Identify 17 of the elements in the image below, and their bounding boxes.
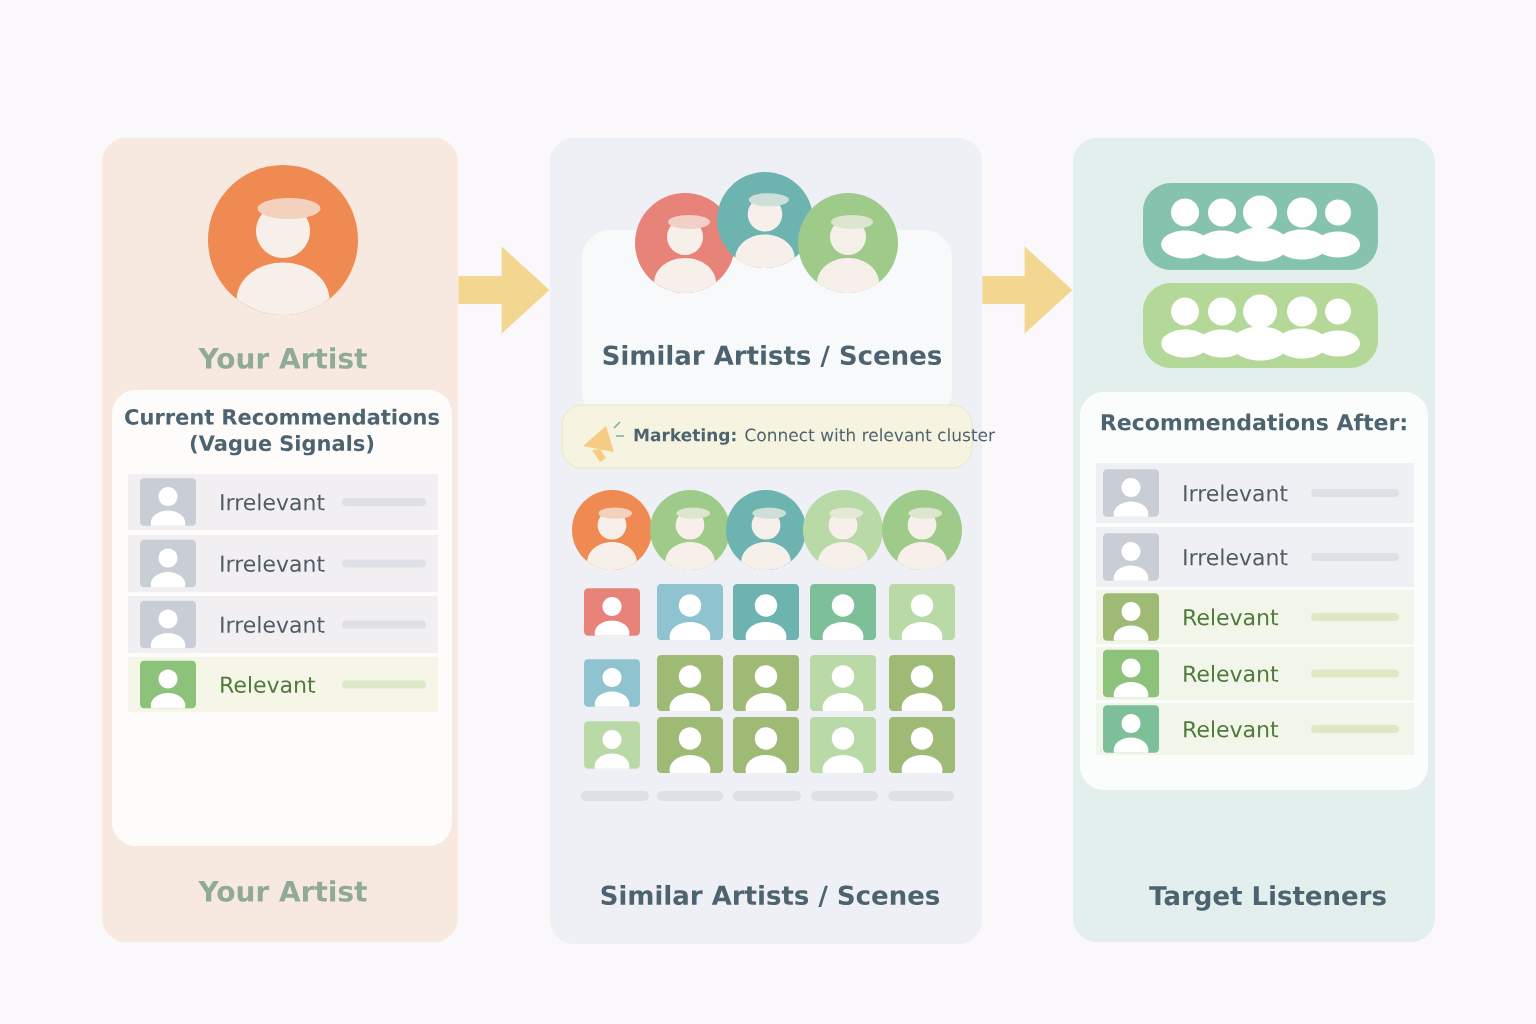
- list-row: Relevant: [1096, 590, 1414, 644]
- panel-heading: Your Artist: [198, 880, 367, 902]
- banner: Marketing: Connect with relevant cluster: [561, 404, 995, 469]
- card-title: Recommendations After:: [1101, 413, 1406, 431]
- list-row: Irrelevant: [128, 474, 438, 530]
- panel-heading: Similar Artists / Scenes: [601, 884, 940, 908]
- list-row: Relevant: [1096, 703, 1414, 755]
- panel-heading: Similar Artists / Scenes: [603, 344, 942, 368]
- card-title: Current Recommendations (Vague Signals): [125, 408, 439, 456]
- list-row: Relevant: [1096, 647, 1414, 700]
- list-row: Irrelevant: [1096, 527, 1414, 587]
- panel-heading: Your Artist: [198, 347, 367, 369]
- list-row: Irrelevant: [1096, 463, 1414, 523]
- list-row: Irrelevant: [128, 535, 438, 592]
- list-row: Relevant: [128, 657, 438, 712]
- list-row: Irrelevant: [128, 596, 438, 653]
- panel-heading: Target Listeners: [1149, 885, 1386, 911]
